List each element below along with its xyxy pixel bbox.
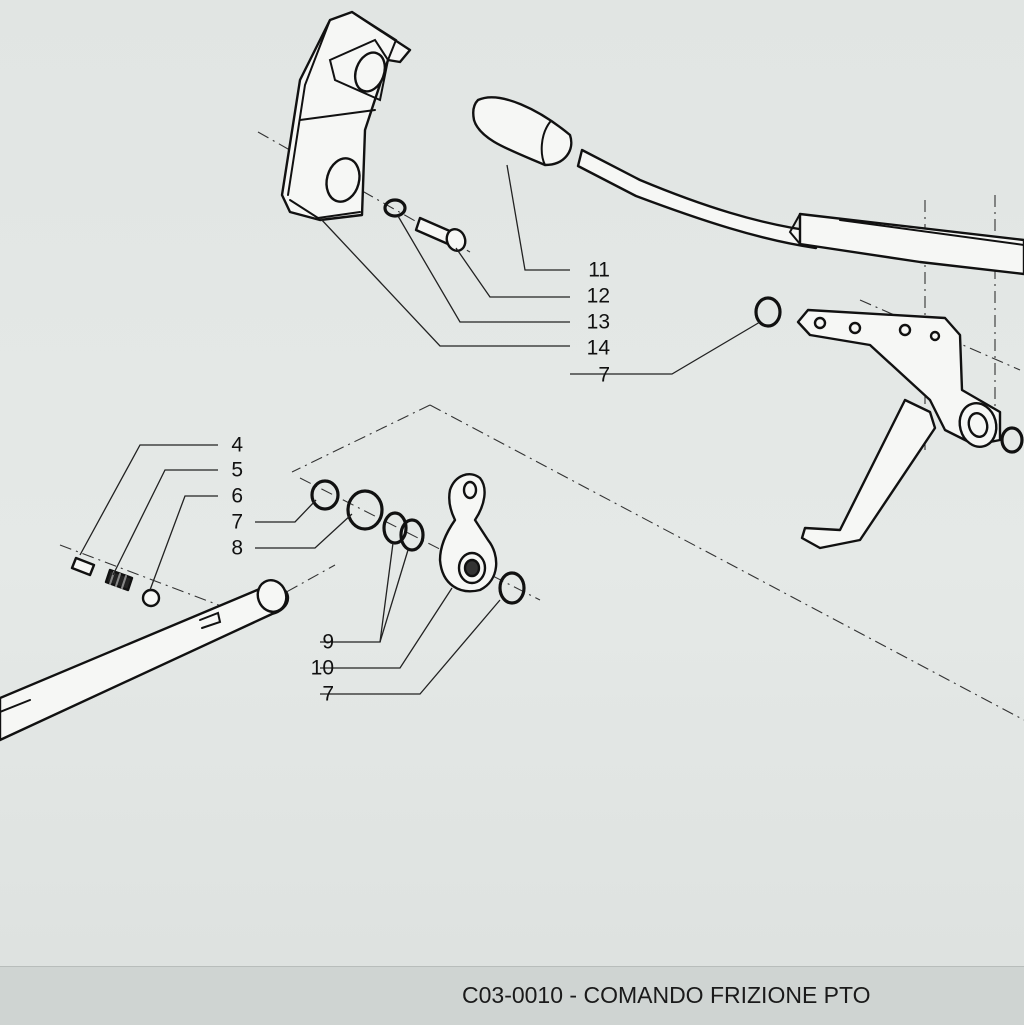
circlip-icon xyxy=(1000,426,1024,454)
pin-icon xyxy=(70,556,96,577)
circlip-icon xyxy=(754,296,782,328)
lever-rod-icon xyxy=(576,148,1024,276)
footer-bar xyxy=(0,966,1024,1025)
leader-lines xyxy=(79,164,761,695)
callout-7-upper: 7 xyxy=(598,364,610,387)
callout-14: 14 xyxy=(587,337,611,360)
o-ring-icon xyxy=(382,511,408,545)
callout-5: 5 xyxy=(231,459,243,482)
handle-grip-icon xyxy=(280,10,412,222)
washer-icon xyxy=(383,198,407,218)
callout-4: 4 xyxy=(231,434,243,457)
lever-knob-icon xyxy=(472,96,573,167)
callout-10: 10 xyxy=(311,657,334,680)
callout-6: 6 xyxy=(231,485,243,508)
diagram-caption: C03-0010 - COMANDO FRIZIONE PTO xyxy=(462,982,871,1008)
callout-12: 12 xyxy=(587,285,610,308)
cam-lever-icon xyxy=(438,473,498,593)
callout-labels: 11 12 13 14 7 4 5 6 7 8 9 10 7 xyxy=(231,259,610,706)
callout-7-lower: 7 xyxy=(322,683,334,706)
shaft-icon xyxy=(0,579,290,742)
bolt-icon xyxy=(414,216,467,252)
callout-7-left: 7 xyxy=(231,511,243,534)
callout-8: 8 xyxy=(231,537,243,560)
washer-icon xyxy=(346,489,384,531)
ball-icon xyxy=(141,588,161,608)
circlip-icon xyxy=(498,571,526,605)
exploded-parts-diagram: 11 12 13 14 7 4 5 6 7 8 9 10 7 xyxy=(0,10,1024,742)
o-ring-icon xyxy=(399,518,425,552)
callout-11: 11 xyxy=(588,259,610,282)
callout-9: 9 xyxy=(322,631,334,654)
spring-icon xyxy=(104,568,134,592)
circlip-icon xyxy=(310,479,340,511)
pedal-arm-icon xyxy=(796,308,1002,550)
callout-13: 13 xyxy=(587,311,610,334)
